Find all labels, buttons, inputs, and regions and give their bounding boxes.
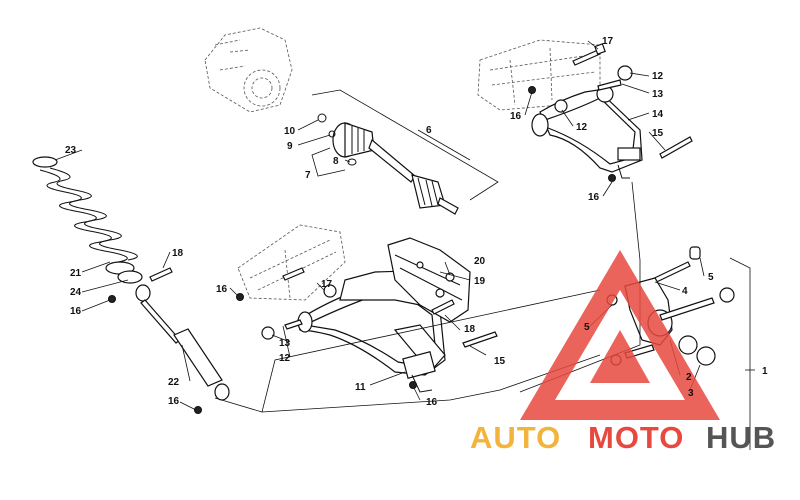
- callout-21: 21: [70, 268, 82, 279]
- callout-11: 11: [355, 382, 366, 393]
- callout-18a: 18: [172, 248, 184, 259]
- logo-text-moto: MOTO: [588, 420, 684, 455]
- callout-15b: 15: [494, 356, 506, 367]
- lower-arm-hardware: [236, 267, 498, 389]
- callout-labels: 1 2 3 4 5 5 6 7 8 9 10 11 12 12 12 13 13…: [65, 36, 768, 408]
- callout-4: 4: [682, 286, 688, 297]
- callout-3: 3: [688, 388, 694, 399]
- callout-12c: 12: [279, 353, 291, 364]
- leader-lines: [54, 40, 755, 450]
- callout-12a: 12: [652, 71, 664, 82]
- logo-inner-triangle: [590, 330, 650, 383]
- callout-1: 1: [762, 366, 768, 377]
- upper-a-arm: [531, 85, 643, 179]
- callout-16f: 16: [426, 397, 438, 408]
- callout-7: 7: [305, 170, 311, 181]
- callout-22: 22: [168, 377, 180, 388]
- engine-housing-outline: [204, 27, 293, 113]
- callout-19: 19: [474, 276, 486, 287]
- upper-arm-bolts: [528, 43, 693, 182]
- logo-triangle: [520, 250, 720, 420]
- callout-13b: 13: [279, 338, 291, 349]
- callout-15a: 15: [652, 128, 664, 139]
- callout-5a: 5: [708, 272, 714, 283]
- callout-13a: 13: [652, 89, 664, 100]
- shock-absorber: [108, 267, 230, 414]
- callout-16e: 16: [168, 396, 180, 407]
- callout-16c: 16: [216, 284, 228, 295]
- logo-text-auto: AUTO: [470, 420, 561, 455]
- callout-23: 23: [65, 145, 77, 156]
- callout-17b: 17: [321, 279, 333, 290]
- coil-spring: [32, 156, 138, 275]
- drive-axle: [332, 122, 459, 215]
- callout-16b: 16: [588, 192, 600, 203]
- callout-18b: 18: [464, 324, 476, 335]
- callout-10: 10: [284, 126, 296, 137]
- callout-17a: 17: [602, 36, 614, 47]
- logo-text-hub: HUB: [706, 420, 776, 455]
- callout-5b: 5: [584, 322, 590, 333]
- callout-16d: 16: [70, 306, 82, 317]
- callout-8: 8: [333, 156, 339, 167]
- callout-14: 14: [652, 109, 664, 120]
- axle-hardware: [317, 113, 357, 166]
- callout-20: 20: [474, 256, 486, 267]
- callout-24: 24: [70, 287, 82, 298]
- callout-12b: 12: [576, 122, 588, 133]
- callout-2: 2: [686, 372, 692, 383]
- callout-6: 6: [426, 125, 432, 136]
- callout-9: 9: [287, 141, 293, 152]
- automotohub-logo: AUTO MOTO HUB: [470, 250, 776, 455]
- axle-bracket-lines: [311, 89, 499, 201]
- chassis-frame-upper: [477, 39, 601, 111]
- callout-16a: 16: [510, 111, 522, 122]
- chassis-frame-middle: [237, 224, 346, 301]
